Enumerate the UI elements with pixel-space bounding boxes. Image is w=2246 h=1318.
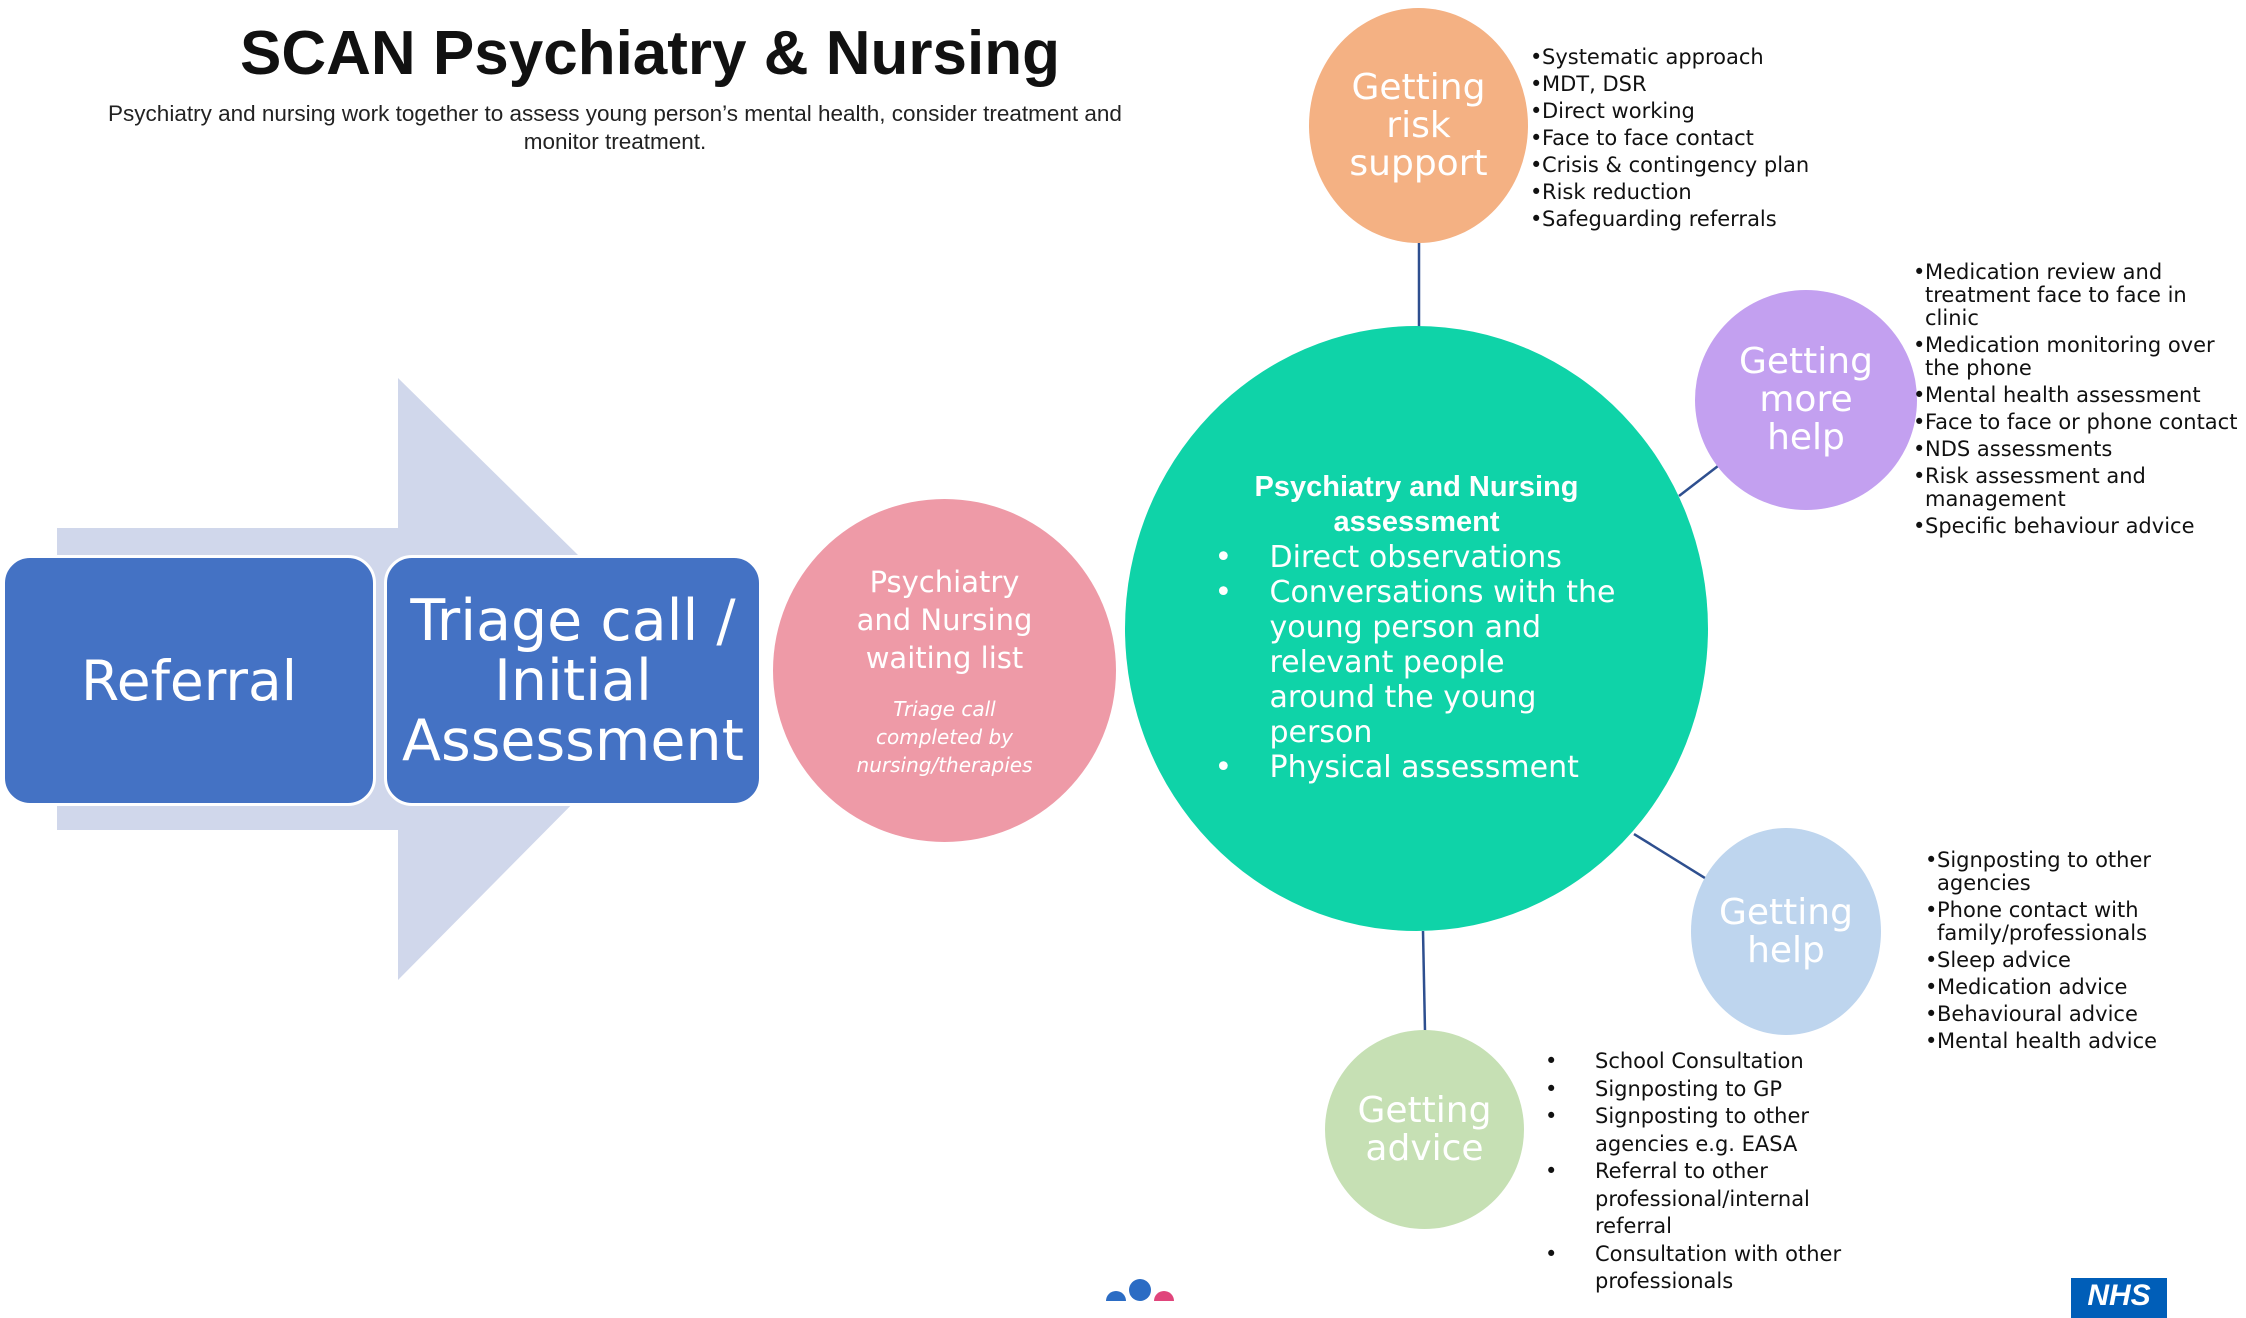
advice-list: School Consultation Signposting to GP Si… [1545, 1048, 1845, 1296]
list-item: Direct working [1530, 98, 1830, 125]
more-help-list: Medication review and treatment face to … [1913, 261, 2246, 542]
list-item: Signposting to other agencies [1925, 849, 2225, 895]
list-item: Systematic approach [1530, 44, 1830, 71]
waiting-list-note: Triage call completed by nursing/therapi… [856, 696, 1033, 777]
list-item: Face to face contact [1530, 125, 1830, 152]
assessment-circle: Psychiatry and Nursing assessment Direct… [1125, 326, 1708, 931]
list-item: NDS assessments [1913, 438, 2246, 462]
assessment-title: Psychiatry and Nursing assessment [1254, 471, 1579, 538]
nhs-logo: NHS [2071, 1278, 2167, 1318]
connector-advice [1421, 930, 1427, 1032]
list-item: Face to face or phone contact [1913, 411, 2246, 435]
more-help-circle: Getting more help [1695, 290, 1917, 510]
list-item: Medication monitoring over the phone [1913, 334, 2246, 380]
assessment-list: Direct observations Conversations with t… [1215, 540, 1617, 785]
connector-more [1678, 465, 1719, 497]
list-item: Medication advice [1925, 976, 2225, 1000]
list-item: Medication review and treatment face to … [1913, 261, 2246, 330]
list-item: Risk reduction [1530, 179, 1830, 206]
list-item: MDT, DSR [1530, 71, 1830, 98]
assessment-item: Physical assessment [1215, 750, 1617, 785]
list-item: Safeguarding referrals [1530, 206, 1830, 233]
list-item: Mental health assessment [1913, 384, 2246, 408]
assessment-item: Direct observations [1215, 540, 1617, 575]
advice-label: Getting advice [1357, 1089, 1492, 1169]
waiting-list-circle: Psychiatry and Nursing waiting list Tria… [773, 499, 1116, 842]
help-list: Signposting to other agencies Phone cont… [1925, 849, 2225, 1057]
waiting-list-title: Psychiatry and Nursing waiting list [856, 564, 1033, 675]
list-item: Phone contact with family/professionals [1925, 899, 2225, 945]
list-item: Mental health advice [1925, 1030, 2225, 1054]
list-item: Consultation with other professionals [1545, 1241, 1845, 1296]
list-item: School Consultation [1545, 1048, 1845, 1076]
connector-help [1633, 832, 1706, 880]
list-item: Referral to other professional/internal … [1545, 1158, 1845, 1241]
list-item: Signposting to GP [1545, 1076, 1845, 1104]
more-help-label: Getting more help [1739, 341, 1873, 458]
risk-support-circle: Getting risk support [1309, 8, 1528, 243]
partial-logo-icon [1106, 1279, 1174, 1301]
list-item: Behavioural advice [1925, 1003, 2225, 1027]
page-title: SCAN Psychiatry & Nursing [240, 19, 1060, 88]
help-label: Getting help [1719, 891, 1853, 971]
help-circle: Getting help [1691, 828, 1881, 1035]
list-item: Signposting to other agencies e.g. EASA [1545, 1103, 1845, 1158]
list-item: Crisis & contingency plan [1530, 152, 1830, 179]
advice-circle: Getting advice [1325, 1030, 1524, 1229]
list-item: Sleep advice [1925, 949, 2225, 973]
page-subtitle: Psychiatry and nursing work together to … [108, 101, 1122, 154]
assessment-item: Conversations with the young person and … [1215, 575, 1617, 750]
risk-support-list: Systematic approach MDT, DSR Direct work… [1530, 44, 1830, 233]
risk-support-label: Getting risk support [1349, 66, 1488, 184]
triage-box: Triage call / Initial Assessment [384, 555, 762, 806]
referral-box: Referral [2, 555, 376, 806]
list-item: Specific behaviour advice [1913, 515, 2246, 539]
list-item: Risk assessment and management [1913, 465, 2246, 511]
